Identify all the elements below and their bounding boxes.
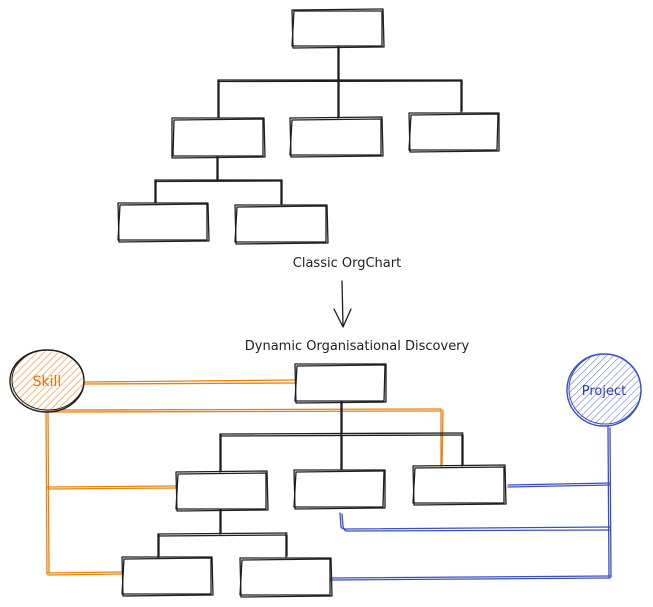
classic-connectors <box>154 46 463 206</box>
dynamic-box-level1-middle <box>293 469 386 510</box>
dynamic-box-root <box>294 363 387 404</box>
classic-box-level2-right <box>234 204 329 245</box>
classic-orgchart <box>117 8 500 245</box>
project-node-label: Project <box>582 384 626 399</box>
dynamic-connectors <box>157 401 464 559</box>
project-connections <box>330 426 612 581</box>
skill-node-label: Skill <box>33 374 62 390</box>
down-arrow <box>333 280 352 328</box>
dynamic-box-level2-right <box>239 557 333 598</box>
dynamic-box-level1-right <box>412 464 507 506</box>
classic-box-root <box>291 8 385 49</box>
classic-box-level2-left <box>117 202 210 243</box>
classic-orgchart-label: Classic OrgChart <box>293 256 401 271</box>
dynamic-box-level2-left <box>121 556 214 597</box>
classic-box-level1-middle <box>289 116 384 158</box>
dynamic-orgchart <box>121 363 507 598</box>
skill-connections <box>45 379 444 576</box>
dynamic-box-level1-left <box>175 470 269 512</box>
dynamic-discovery-label: Dynamic Organisational Discovery <box>245 339 470 354</box>
classic-box-level1-right <box>408 112 500 153</box>
project-node: Project <box>566 353 642 427</box>
classic-box-level1-left <box>171 117 266 159</box>
skill-node: Skill <box>9 349 85 413</box>
